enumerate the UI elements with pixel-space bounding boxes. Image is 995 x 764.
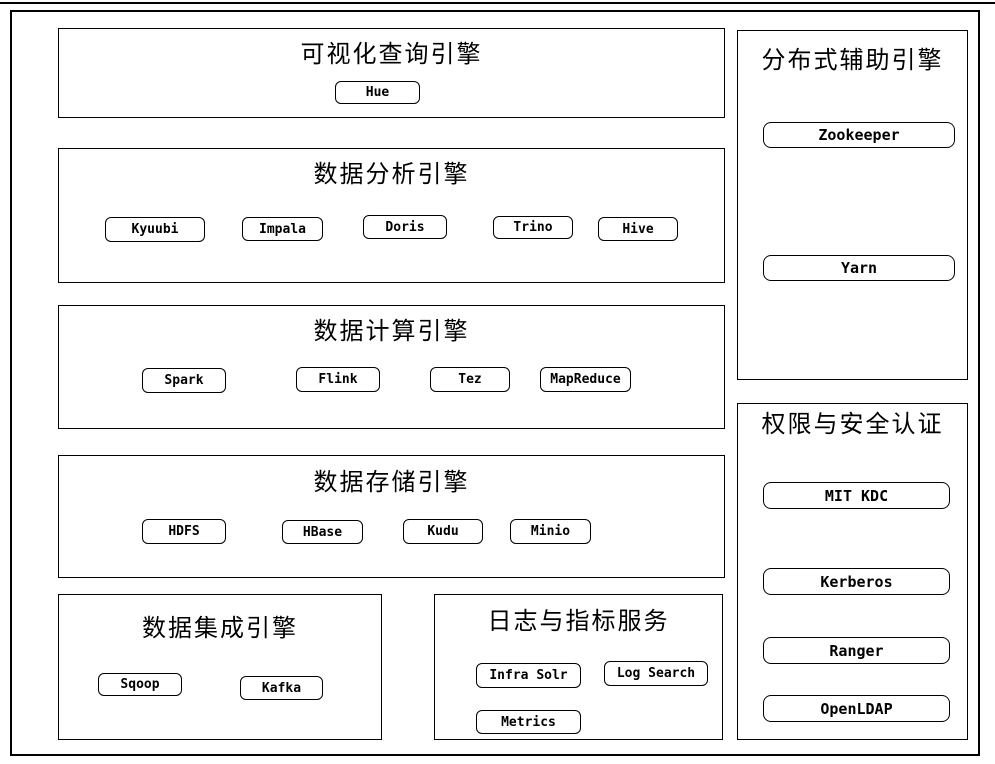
section-title-security-auth: 权限与安全认证 [761, 412, 944, 438]
top-divider-line [0, 2, 995, 4]
node-hdfs: HDFS [142, 519, 226, 544]
node-kudu: Kudu [403, 519, 483, 544]
node-impala: Impala [242, 217, 323, 241]
section-data-integration-engine [58, 594, 382, 740]
node-mit-kdc: MIT KDC [763, 482, 950, 509]
section-title-log-metrics: 日志与指标服务 [487, 609, 670, 635]
node-kyuubi: Kyuubi [105, 217, 205, 242]
node-hbase: HBase [282, 520, 363, 544]
section-data-storage-engine [58, 455, 725, 578]
section-title-distributed-aux: 分布式辅助引擎 [761, 48, 944, 74]
node-kerberos: Kerberos [763, 568, 950, 595]
node-hive: Hive [598, 217, 678, 241]
section-title-data-integration: 数据集成引擎 [142, 616, 298, 642]
section-title-data-compute: 数据计算引擎 [313, 319, 470, 345]
node-doris: Doris [363, 215, 447, 239]
node-log-search: Log Search [604, 661, 708, 686]
node-zookeeper: Zookeeper [763, 122, 955, 148]
section-title-visual-query: 可视化查询引擎 [300, 42, 483, 68]
node-flink: Flink [296, 367, 380, 392]
node-kafka: Kafka [240, 676, 323, 700]
node-spark: Spark [142, 368, 226, 393]
section-title-data-storage: 数据存储引擎 [313, 470, 470, 496]
node-sqoop: Sqoop [98, 673, 182, 696]
node-yarn: Yarn [763, 255, 955, 281]
node-openldap: OpenLDAP [763, 695, 950, 722]
node-tez: Tez [430, 367, 510, 392]
node-trino: Trino [493, 216, 573, 239]
node-metrics: Metrics [476, 710, 581, 734]
section-distributed-auxiliary-engine [737, 30, 968, 380]
node-mapreduce: MapReduce [540, 367, 631, 392]
node-minio: Minio [510, 519, 591, 544]
section-title-data-analysis: 数据分析引擎 [313, 162, 470, 188]
node-ranger: Ranger [763, 637, 950, 664]
node-hue: Hue [335, 81, 420, 104]
node-infra-solr: Infra Solr [476, 663, 581, 688]
